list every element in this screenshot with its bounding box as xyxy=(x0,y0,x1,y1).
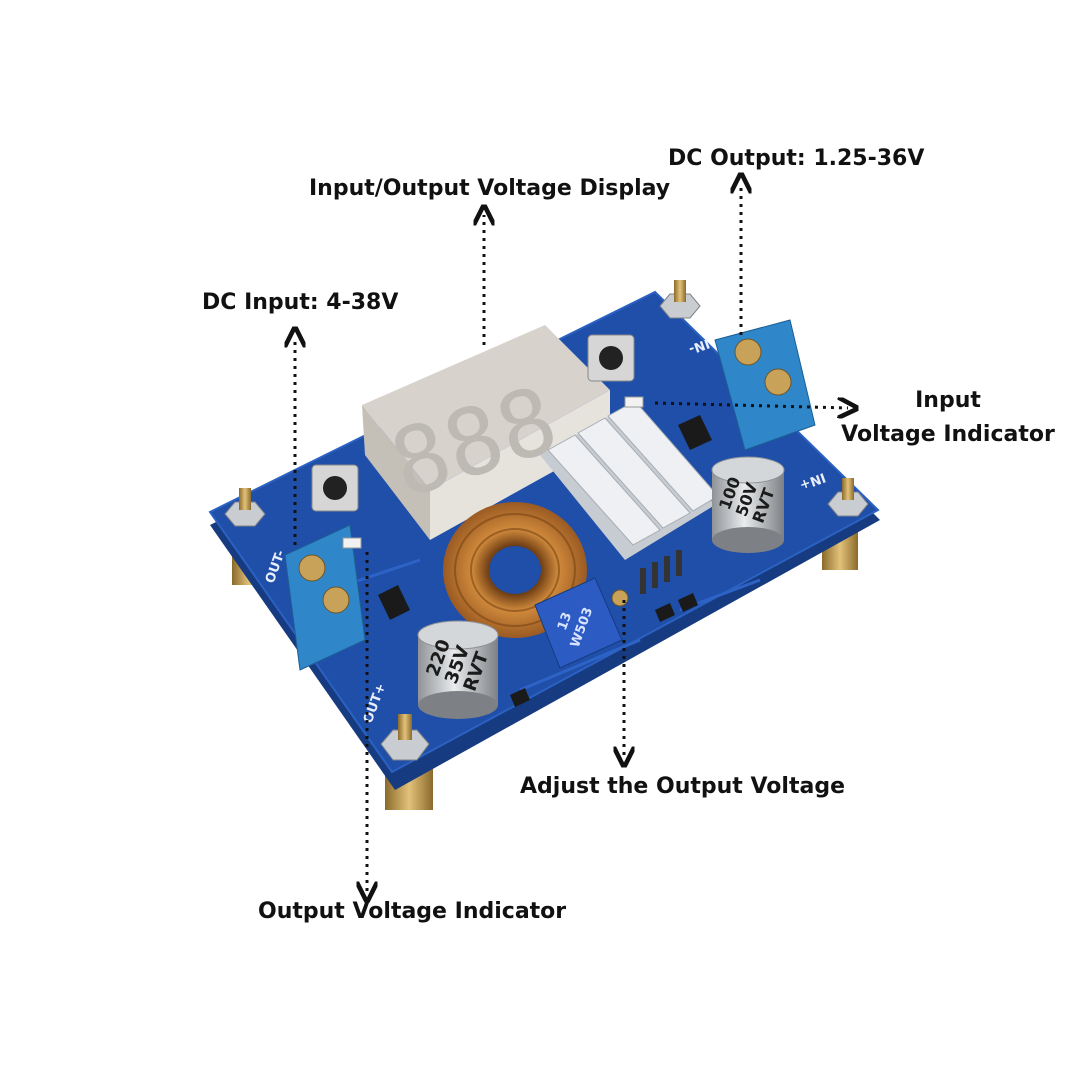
callout-arrows xyxy=(295,183,848,892)
smd-chips xyxy=(378,415,712,707)
push-buttons xyxy=(311,334,635,512)
voltage-display: 888 xyxy=(362,325,610,540)
capacitor-220uf: 220 35V RVT xyxy=(417,620,499,719)
callout-dc-output: DC Output: 1.25-36V xyxy=(668,146,925,171)
input-indicator-led xyxy=(624,396,644,408)
callout-input-indicator-line1: Input xyxy=(915,388,981,413)
potentiometer-code: 13 xyxy=(555,610,575,632)
callout-display: Input/Output Voltage Display xyxy=(309,176,671,201)
regulator-pins xyxy=(640,550,682,594)
terminal-block-output xyxy=(714,319,816,451)
callout-output-indicator: Output Voltage Indicator xyxy=(258,899,567,924)
output-indicator-led xyxy=(342,537,362,549)
heatsink xyxy=(540,400,719,560)
capacitor-100uf: 100 50V RVT xyxy=(711,456,785,553)
mounting-nuts xyxy=(224,280,869,761)
arrow-input-indicator xyxy=(654,403,848,408)
callout-input-indicator: Input Voltage Indicator xyxy=(838,384,1058,452)
callout-dc-input: DC Input: 4-38V xyxy=(202,290,399,315)
potentiometer: 13 W503 xyxy=(534,577,629,669)
callout-input-indicator-line2: Voltage Indicator xyxy=(841,422,1055,447)
silk-in-minus: IN- xyxy=(686,335,711,356)
callout-adjust-output: Adjust the Output Voltage xyxy=(520,774,845,799)
terminal-block-input xyxy=(284,524,366,671)
